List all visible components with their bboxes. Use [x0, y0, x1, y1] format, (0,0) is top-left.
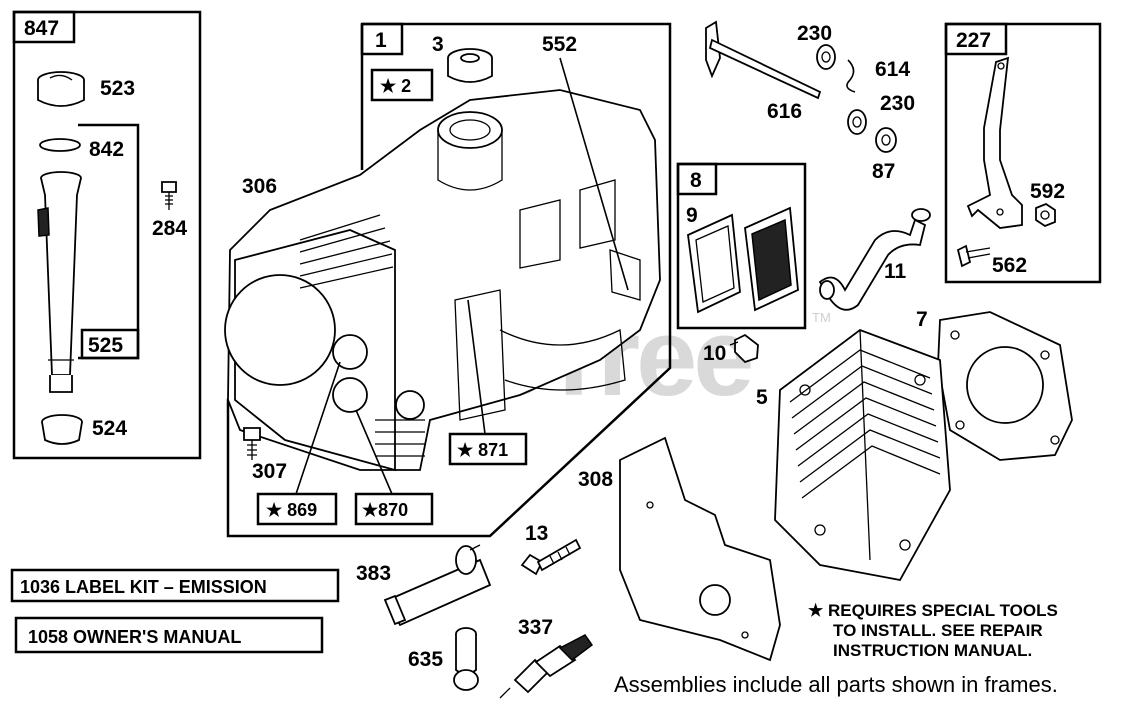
head-gasket-7-part[interactable] — [937, 311, 1073, 461]
callout-842[interactable]: 842 — [89, 138, 124, 161]
frame-847[interactable]: 847 — [12, 10, 202, 460]
callout-307[interactable]: 307 — [252, 460, 287, 483]
nut-592-part[interactable] — [1035, 202, 1056, 228]
frame-525-label: 525 — [88, 334, 123, 357]
callout-869[interactable]: ★ 869 — [266, 500, 317, 520]
frame-525[interactable]: 525 — [78, 123, 140, 360]
clip-614-part[interactable] — [846, 59, 856, 93]
callout-284[interactable]: 284 — [152, 217, 187, 240]
callout-230-top[interactable]: 230 — [797, 22, 832, 45]
kit-owners-manual[interactable]: 1058 OWNER'S MANUAL — [14, 616, 324, 654]
callout-306[interactable]: 306 — [242, 175, 277, 198]
baffle-308-part[interactable] — [619, 436, 781, 662]
dipstick-tube-part[interactable] — [37, 171, 82, 393]
callout-562[interactable]: 562 — [992, 254, 1027, 277]
plug-524-part[interactable] — [41, 414, 83, 445]
frame-227[interactable]: 227 — [944, 22, 1102, 284]
callout-5[interactable]: 5 — [756, 386, 768, 409]
fastener-383-part[interactable] — [383, 544, 492, 627]
note-line-3: INSTRUCTION MANUAL. — [833, 641, 1032, 660]
washer-230-bottom-part[interactable] — [847, 109, 867, 135]
callout-592[interactable]: 592 — [1030, 180, 1065, 203]
frame-1-label: 1 — [375, 29, 387, 52]
callout-871-box — [448, 432, 528, 466]
callout-870-box — [354, 492, 434, 526]
gasket-9-part[interactable] — [687, 213, 741, 314]
bolt-10-part[interactable] — [729, 333, 759, 364]
washer-87-part[interactable] — [875, 127, 897, 153]
callout-308[interactable]: 308 — [578, 468, 613, 491]
callout-230-bottom[interactable]: 230 — [880, 92, 915, 115]
callout-337[interactable]: 337 — [518, 616, 553, 639]
callout-13[interactable]: 13 — [525, 522, 548, 545]
screw-284-part[interactable] — [161, 181, 177, 210]
breather-cover-part[interactable] — [744, 206, 799, 312]
callout-2-box — [370, 68, 434, 102]
callout-616[interactable]: 616 — [767, 100, 802, 123]
callout-3[interactable]: 3 — [432, 33, 444, 56]
callout-10[interactable]: 10 — [703, 342, 726, 365]
o-ring-part[interactable] — [39, 138, 81, 152]
frame-847-label: 847 — [24, 17, 59, 40]
callout-11[interactable]: 11 — [884, 260, 907, 283]
cylinder-head-part[interactable] — [774, 328, 951, 582]
governor-shaft-part[interactable] — [705, 20, 822, 100]
note-line-1: ★ REQUIRES SPECIAL TOOLS — [808, 601, 1058, 620]
callout-383[interactable]: 383 — [356, 562, 391, 585]
callout-871[interactable]: ★ 871 — [457, 440, 508, 460]
stud-13-part[interactable] — [520, 538, 582, 576]
tube-11-part[interactable] — [818, 208, 931, 311]
frame-8-label: 8 — [690, 169, 702, 192]
callout-552[interactable]: 552 — [542, 33, 577, 56]
callout-524[interactable]: 524 — [92, 417, 127, 440]
kit-owners-manual-text: 1058 OWNER'S MANUAL — [28, 627, 241, 647]
screw-562-part[interactable] — [956, 244, 991, 268]
dipstick-cap-part[interactable] — [37, 71, 85, 107]
frame-8[interactable]: 8 — [676, 162, 807, 330]
governor-lever-part[interactable] — [966, 56, 1023, 229]
callout-9[interactable]: 9 — [686, 204, 698, 227]
callout-870[interactable]: ★870 — [362, 500, 408, 520]
watermark-tm: TM — [812, 310, 831, 325]
callout-2[interactable]: ★ 2 — [380, 76, 411, 96]
kit-label-emission[interactable]: 1036 LABEL KIT – EMISSION — [10, 568, 340, 603]
note-line-2: TO INSTALL. SEE REPAIR — [833, 621, 1043, 640]
footer-note: Assemblies include all parts shown in fr… — [614, 672, 1058, 697]
callout-523[interactable]: 523 — [100, 77, 135, 100]
callout-7[interactable]: 7 — [916, 308, 928, 331]
spark-plug-337-part[interactable] — [499, 634, 594, 699]
washer-230-top-part[interactable] — [816, 44, 836, 70]
bolt-307-part[interactable] — [243, 427, 261, 460]
callout-869-box — [256, 492, 338, 526]
callout-87[interactable]: 87 — [872, 160, 895, 183]
callout-635[interactable]: 635 — [408, 648, 443, 671]
seal-3-part[interactable] — [447, 48, 493, 83]
callout-614[interactable]: 614 — [875, 58, 910, 81]
cap-635-part[interactable] — [453, 627, 479, 691]
frame-227-label: 227 — [956, 29, 991, 52]
kit-label-emission-text: 1036 LABEL KIT – EMISSION — [20, 577, 267, 597]
